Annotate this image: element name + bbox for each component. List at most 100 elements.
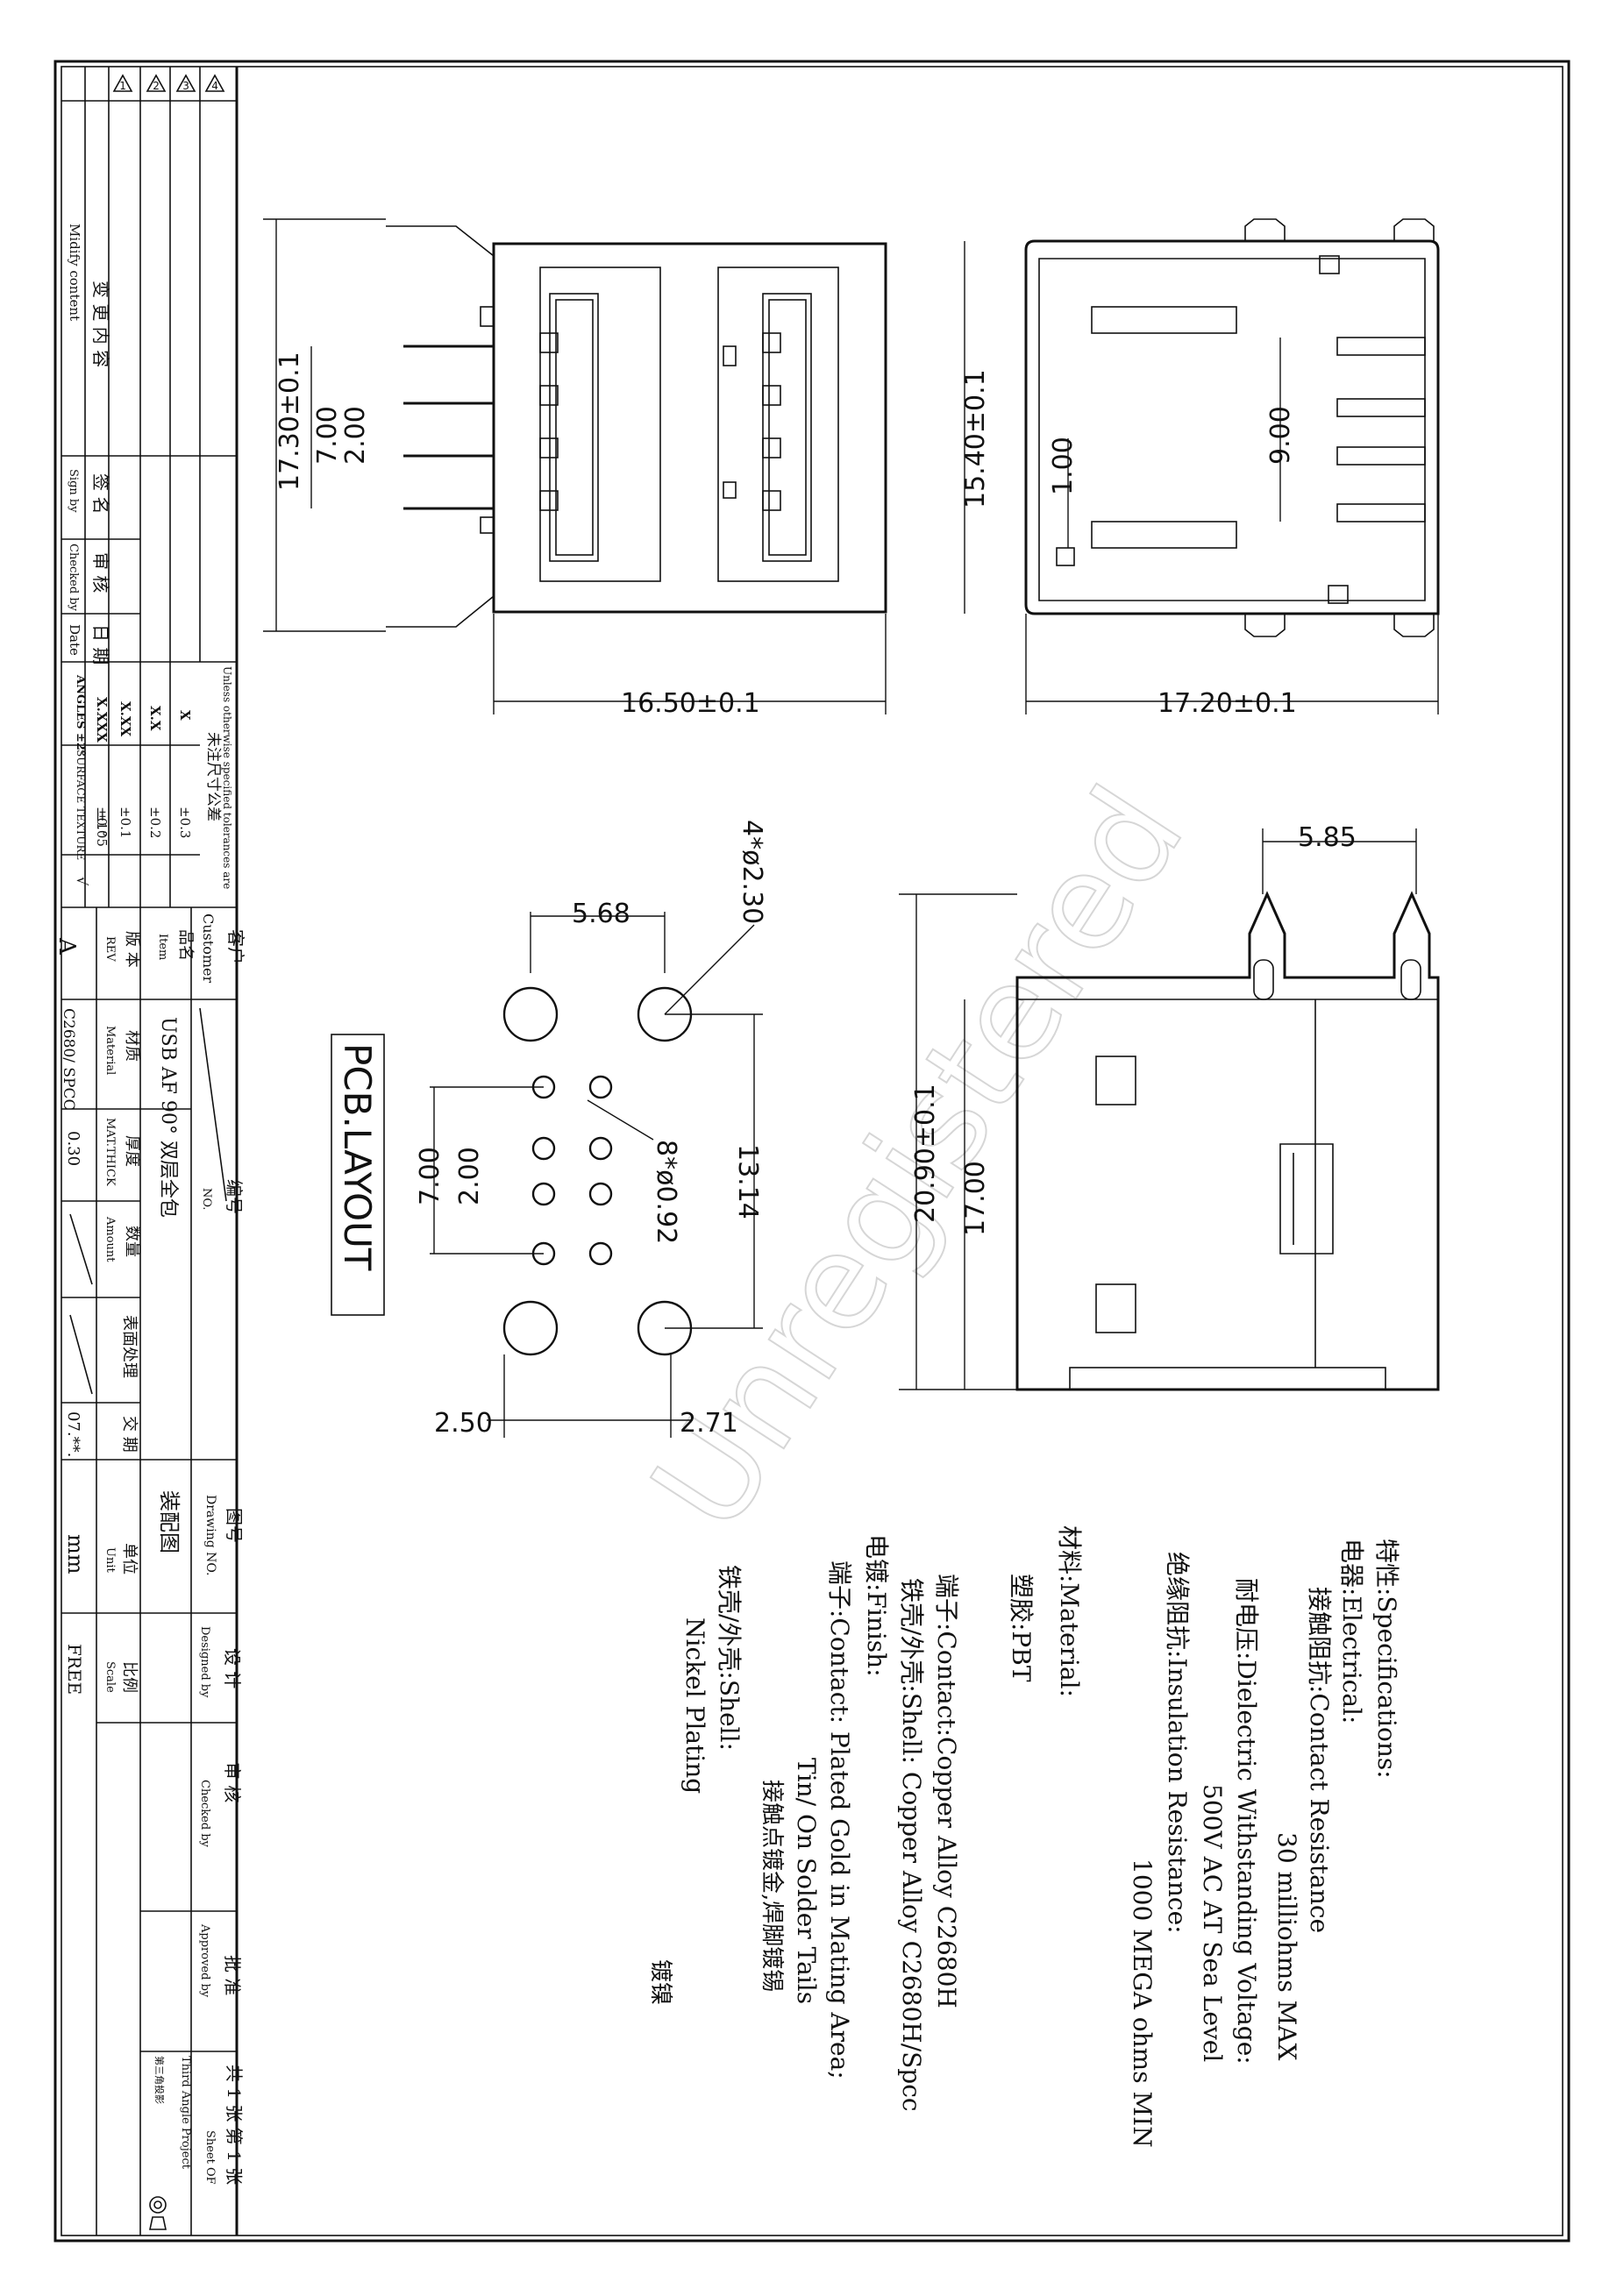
finish-label-cn: 表面处理	[120, 1315, 139, 1378]
title-block	[61, 67, 239, 2236]
item-label-cn: 品名	[176, 929, 195, 961]
dim-side-offset: 1.00	[1048, 437, 1079, 495]
spec-line-1: 特性:Specifications:	[1372, 1539, 1401, 1779]
angles-label: ANGLES ±2°	[74, 674, 87, 756]
no-label-en: NO.	[200, 1188, 213, 1210]
tolerance-format-x: X	[177, 710, 193, 721]
modify-content-label-cn: 变 更 内 容	[90, 281, 111, 367]
sheet-label-cn: 共 1 张 第 1 张	[224, 2065, 245, 2185]
material-label-cn: 材质	[123, 1030, 141, 1062]
dim-pcb-pin-span: 7.00	[415, 1147, 445, 1205]
spec-line-4: 30 milliohms MAX	[1272, 1832, 1301, 2061]
revision-marks: 4 3 2 1	[112, 74, 225, 92]
bottom-view: 5.85 20.90±0.1 17.00	[899, 822, 1440, 1391]
revision-mark-2: 2	[153, 80, 160, 92]
tolerance-format-xxx: X.XX	[118, 701, 133, 736]
thick-label-cn: 厚度	[123, 1135, 141, 1167]
spec-line-18: Nickel Plating	[680, 1617, 709, 1794]
pcb-layout-box	[331, 1034, 385, 1316]
dim-side-width: 17.20±0.1	[1157, 688, 1297, 719]
approved-label-en: Approved by	[198, 1923, 211, 1998]
material-value: C2680/ SPCC	[60, 1008, 77, 1111]
spec-line-7: 绝缘阻抗:Insulation Resistance:	[1163, 1552, 1192, 1934]
title-block-labels: 变 更 内 容 Midify content 签 名 Sign by 审 核 C…	[53, 224, 246, 2230]
checked2-label-en: Checked by	[198, 1780, 211, 1848]
revision-mark-3: 3	[182, 80, 189, 92]
spec-line-15: Tin/ On Solder Tails	[792, 1758, 821, 2004]
spec-line-5: 耐电压:Dielectric Withstanding Voltage:	[1232, 1578, 1261, 2065]
tolerance-format-xxxx: X.XXX	[94, 697, 110, 743]
spec-line-19: 镀镍	[647, 1959, 673, 2005]
spec-line-10: 塑胶:PBT	[1007, 1574, 1036, 1682]
spec-line-13: 电镀:Finish:	[862, 1534, 891, 1677]
spec-line-6: 500V AC AT Sea Level	[1198, 1784, 1227, 2062]
tolerance-note-en: Unless otherwise specified tolerances ar…	[221, 666, 233, 889]
unit-value: mm	[63, 1534, 88, 1575]
approved-label-cn: 批 准	[222, 1955, 243, 1995]
spec-line-12: 铁壳/外壳:Shell: Copper Alloy C2680H/Spcc	[897, 1578, 926, 2112]
dim-side-height: 15.40±0.1	[960, 369, 991, 508]
designed-label-en: Designed by	[198, 1626, 211, 1698]
rev-label-en: REV	[103, 936, 117, 962]
dim-front-pin-pitch: 2.00	[340, 406, 371, 465]
dim-pcb-bottom-right: 2.71	[680, 1408, 738, 1439]
drawing-no-label-en: Drawing NO.	[203, 1495, 217, 1576]
sheet-label-en: Sheet OF	[203, 2130, 217, 2185]
modify-content-label-en: Midify content	[67, 224, 82, 321]
spec-line-11: 端子:Contact:Copper Alloy C2680H	[932, 1574, 961, 2008]
spec-line-3: 接触阻抗:Contact Resistance	[1305, 1587, 1334, 1933]
third-angle-projection-icon	[149, 2196, 167, 2230]
pcb-layout-label: PCB.LAYOUT	[336, 1043, 379, 1271]
item-label-en: Item	[156, 934, 169, 960]
thick-label-en: MAT.THICK	[103, 1118, 117, 1186]
revision-mark-1: 1	[119, 80, 126, 92]
spec-line-17: 铁壳/外壳:Shell:	[715, 1565, 744, 1751]
date-label-en: Date	[67, 624, 82, 656]
dim-side-pin-span: 9.00	[1265, 406, 1296, 465]
thick-value: 0.30	[64, 1131, 82, 1166]
material-label-en: Material	[103, 1026, 117, 1075]
delivery-label-cn: 交 期	[120, 1416, 139, 1453]
checked-label-en: Checked by	[67, 544, 80, 612]
tolerance-value-x: ±0.3	[177, 807, 193, 838]
tolerance-value-xxxx: ±0.05	[94, 807, 110, 847]
date-label-cn: 日 期	[90, 624, 111, 665]
item-value: USB AF 90° 双层全包	[157, 1017, 179, 1218]
dim-bottom-body: 17.00	[960, 1161, 991, 1236]
dim-front-width: 16.50±0.1	[621, 688, 760, 719]
dim-front-height: 17.30±0.1	[274, 352, 305, 491]
inner-border	[61, 66, 1563, 2236]
projection-label-cn: 第三角投影	[153, 2056, 166, 2104]
side-view: 15.40±0.1 9.00 1.00 17.20±0.1	[960, 218, 1440, 719]
sign-label-en: Sign by	[67, 469, 80, 513]
amount-label-cn: 数量	[123, 1226, 141, 1257]
sign-label-cn: 签 名	[90, 473, 111, 514]
specifications: 特性:Specifications: 电器:Electrical: 接触阻抗:C…	[647, 1525, 1401, 2148]
scale-label-cn: 比例	[120, 1661, 139, 1693]
rev-label-cn: 版 本	[123, 931, 141, 968]
customer-label-cn: 客户	[225, 929, 246, 964]
spec-line-14: 端子:Contact: Plated Gold in Mating Area;	[825, 1560, 854, 2079]
angles-value: ±1°	[94, 811, 110, 837]
dim-pcb-hole-big: 4*ø2.30	[737, 820, 767, 924]
dim-pcb-spacing-top: 5.68	[572, 899, 630, 929]
projection-label-en: Third Angle Project	[179, 2056, 192, 2170]
tolerance-value-xxx: ±0.1	[118, 807, 133, 838]
drawing-no-value: 装配图	[157, 1490, 182, 1553]
delivery-value: 07.**.	[64, 1411, 82, 1457]
no-label-cn: 编号	[224, 1179, 245, 1214]
outer-border	[53, 60, 1571, 2243]
tolerance-value-xx: ±0.2	[147, 807, 163, 838]
dim-pcb-hole-small: 8*ø0.92	[651, 1140, 681, 1244]
scale-value: FREE	[64, 1644, 85, 1695]
spec-line-2: 电器:Electrical:	[1337, 1539, 1366, 1724]
revision-mark-4: 4	[211, 80, 218, 92]
customer-label-en: Customer	[200, 913, 217, 983]
spec-line-9: 材料:Material:	[1055, 1525, 1084, 1697]
checked2-label-cn: 审 核	[222, 1762, 243, 1802]
pcb-layout: PCB.LAYOUT 5.68 4*ø2.30 8*ø0.92 13.14 7.…	[331, 820, 767, 1439]
dim-pcb-height: 13.14	[732, 1144, 763, 1219]
amount-label-en: Amount	[103, 1216, 117, 1262]
tolerance-note-cn: 未注尺寸公差	[204, 732, 222, 821]
